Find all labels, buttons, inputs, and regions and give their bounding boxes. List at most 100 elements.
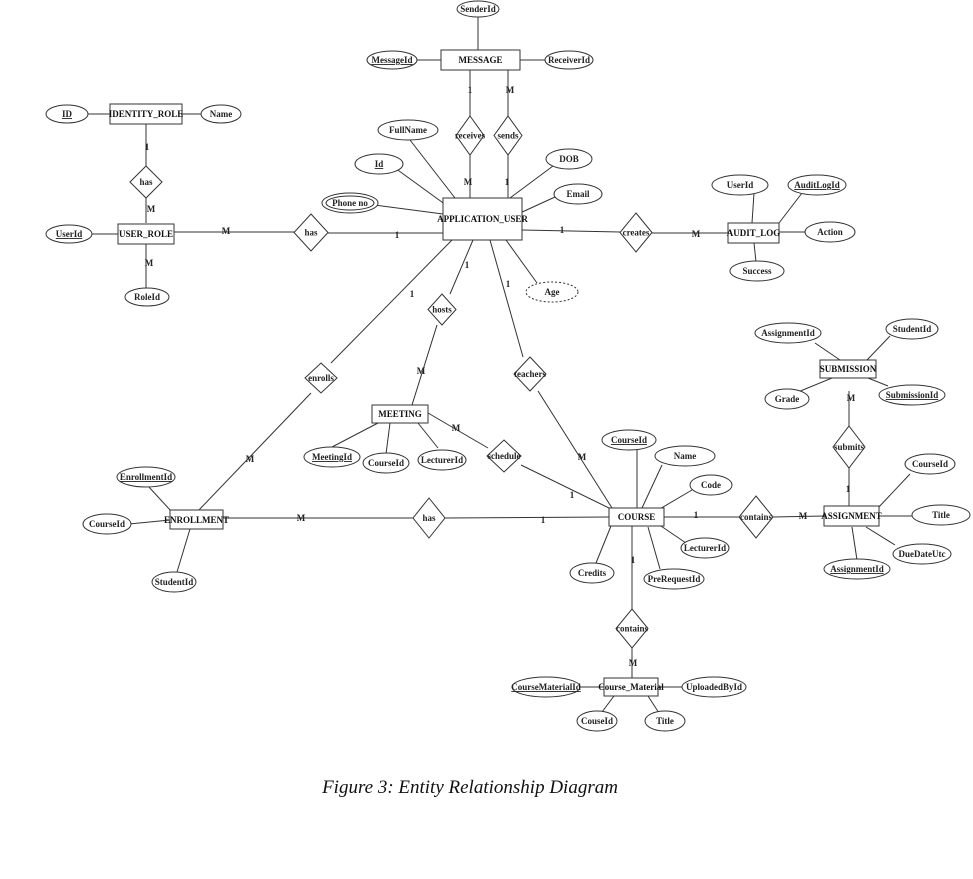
- attribute-course-prerequestid: PreRequestId: [643, 568, 705, 590]
- attribute-submission-assignmentid: AssignmentId: [754, 322, 822, 344]
- cardinality-label: M: [452, 423, 461, 433]
- attribute-submission-studentid: StudentId: [885, 318, 939, 340]
- attribute-label: Email: [566, 189, 590, 199]
- cardinality-label: 1: [505, 177, 510, 187]
- attribute-meeting-meetingid: MeetingId: [303, 446, 361, 468]
- cardinality-label: 1: [631, 555, 636, 565]
- attribute-assignment-title: Title: [911, 504, 971, 526]
- entity-label: USER_ROLE: [119, 229, 173, 239]
- attribute-user-fullname: FullName: [377, 119, 439, 141]
- attribute-label: CourseId: [368, 458, 404, 468]
- cardinality-label: M: [297, 513, 306, 523]
- attribute-assignment-courseid: CourseId: [904, 453, 956, 475]
- attribute-label: UploadedById: [686, 682, 742, 692]
- attribute-message-receiverid: ReceiverId: [544, 50, 594, 70]
- entity-assignment: ASSIGNMENT: [821, 505, 882, 527]
- attribute-label: SubmissionId: [886, 390, 939, 400]
- attribute-course-name: Name: [654, 445, 716, 467]
- attribute-label: Credits: [578, 568, 607, 578]
- attribute-label: StudentId: [893, 324, 932, 334]
- attribute-label: DOB: [559, 154, 579, 164]
- entity-course-material: Course_Material: [598, 677, 664, 697]
- connector-lines: [87, 16, 913, 714]
- cardinality-label: 1: [506, 279, 511, 289]
- relationship-has-identity: has: [129, 165, 163, 199]
- cardinality-label: 1: [465, 260, 470, 270]
- attribute-course-code: Code: [689, 474, 733, 496]
- attribute-label: CourseId: [912, 459, 948, 469]
- attribute-label: CouseId: [581, 716, 613, 726]
- attribute-material-uploadedbyid: UploadedById: [681, 676, 747, 698]
- attribute-label: Name: [210, 109, 233, 119]
- attribute-user-role-userid: UserId: [45, 224, 93, 244]
- figure-caption: Figure 3: Entity Relationship Diagram: [322, 777, 618, 798]
- cardinality-label: 1: [145, 142, 150, 152]
- entity-identity-role: IDENTITY_ROLE: [109, 103, 184, 125]
- attribute-label: UserId: [56, 229, 83, 239]
- cardinality-label: M: [506, 85, 515, 95]
- attribute-audit-success: Success: [729, 260, 785, 282]
- cardinality-label: M: [222, 226, 231, 236]
- attribute-label: LecturerId: [421, 455, 463, 465]
- relationship-label: teachers: [514, 369, 546, 379]
- entity-label: Course_Material: [598, 682, 664, 692]
- attribute-user-phone-multivalued: Phone no: [321, 192, 379, 214]
- relationship-label: contains: [740, 512, 773, 522]
- attribute-label: Age: [545, 287, 560, 297]
- attribute-label: Name: [674, 451, 697, 461]
- entity-audit-log: AUDIT_LOG: [727, 222, 781, 244]
- relationship-sends: sends: [493, 115, 523, 156]
- entity-label: IDENTITY_ROLE: [109, 109, 184, 119]
- relationship-label: creates: [623, 228, 650, 238]
- attribute-submission-grade: Grade: [764, 388, 810, 410]
- entity-message: MESSAGE: [440, 49, 521, 71]
- attribute-label: Success: [743, 266, 772, 276]
- relationship-label: contains: [616, 624, 649, 634]
- cardinality-label: 1: [846, 484, 851, 494]
- attribute-label: Title: [656, 716, 674, 726]
- entity-label: COURSE: [618, 512, 656, 522]
- attribute-label: MeetingId: [312, 452, 352, 462]
- attribute-audit-auditlogid: AuditLogId: [787, 174, 847, 196]
- relationship-label: has: [304, 228, 318, 238]
- cardinality-label: M: [464, 177, 473, 187]
- attribute-label: Action: [817, 227, 843, 237]
- attribute-label: ID: [62, 109, 73, 119]
- attribute-assignment-assignmentid: AssignmentId: [823, 558, 891, 580]
- cardinality-label: M: [847, 393, 856, 403]
- entity-label: AUDIT_LOG: [727, 228, 781, 238]
- attribute-label: Grade: [775, 394, 800, 404]
- attribute-label: CourseMaterialId: [511, 682, 581, 692]
- attribute-label: MessageId: [372, 55, 413, 65]
- relationship-enrolls: enrolls: [304, 362, 338, 394]
- attribute-course-courseid: CourseId: [601, 429, 657, 451]
- relationship-label: has: [422, 513, 436, 523]
- entity-label: APPLICATION_USER: [437, 214, 528, 224]
- attribute-label: UserId: [727, 180, 754, 190]
- entity-label: SUBMISSION: [820, 364, 877, 374]
- cardinality-label: M: [147, 204, 156, 214]
- attribute-course-credits: Credits: [569, 562, 615, 584]
- relationship-label: schedule: [487, 451, 520, 461]
- entity-enrollment: ENROLLMENT: [164, 509, 229, 530]
- attribute-label: Code: [701, 480, 721, 490]
- attribute-label: CourseId: [611, 435, 647, 445]
- entity-meeting: MEETING: [371, 404, 429, 424]
- relationship-label: sends: [497, 131, 519, 141]
- relationship-label: hosts: [432, 305, 452, 315]
- attribute-submission-submissionid: SubmissionId: [878, 384, 946, 406]
- cardinality-label: M: [246, 454, 255, 464]
- relationship-contains-assignment: contains: [738, 495, 774, 539]
- attribute-label: FullName: [389, 125, 427, 135]
- relationship-has-user-role: has: [293, 213, 329, 252]
- relationship-label: receives: [455, 131, 486, 141]
- relationship-submits: submits: [832, 425, 866, 469]
- attribute-label: AuditLogId: [794, 180, 840, 190]
- relationship-has-enrollment: has: [412, 497, 446, 539]
- attribute-material-couseid: CouseId: [576, 710, 618, 732]
- attribute-message-messageid: MessageId: [366, 50, 418, 70]
- entity-course: COURSE: [608, 507, 665, 527]
- entity-label: ENROLLMENT: [164, 515, 229, 525]
- attribute-user-id: Id: [354, 153, 404, 175]
- attribute-material-title: Title: [644, 710, 686, 732]
